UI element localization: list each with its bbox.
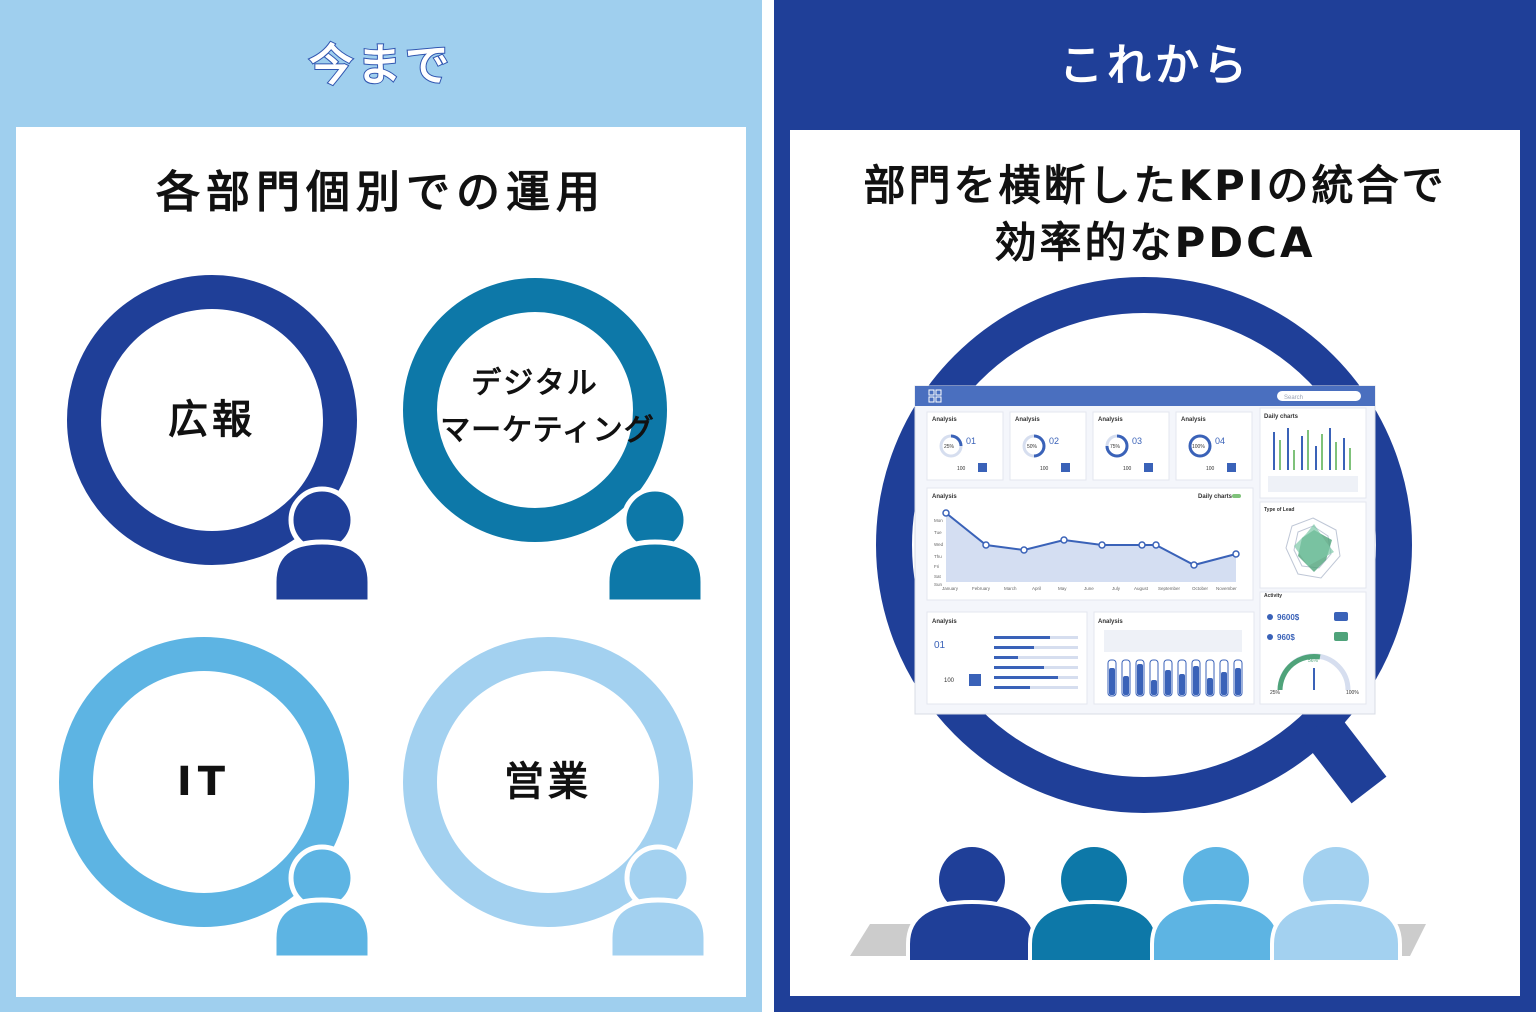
svg-text:July: July — [1112, 586, 1121, 591]
svg-text:Analysis: Analysis — [1098, 619, 1123, 625]
right-panel: これから 部門を横断したKPIの統合で 効率的なPDCA Search Anal… — [774, 0, 1536, 1012]
svg-text:01: 01 — [966, 436, 976, 446]
activity-panel: Activity 9600$ 960$ 56% 25% 100% — [1260, 592, 1366, 704]
person-icon-4 — [1272, 847, 1400, 962]
svg-text:03: 03 — [1132, 436, 1142, 446]
svg-text:100%: 100% — [1192, 444, 1205, 450]
svg-text:100: 100 — [1040, 466, 1049, 472]
type-of-lead-radar: Type of Lead — [1260, 502, 1366, 588]
svg-text:Daily charts: Daily charts — [1198, 494, 1233, 500]
analysis-line-chart: Analysis Daily charts January February M… — [927, 488, 1253, 600]
svg-text:25%: 25% — [944, 444, 955, 450]
svg-text:Analysis: Analysis — [1098, 417, 1123, 423]
svg-text:Analysis: Analysis — [932, 619, 957, 625]
svg-text:Tue: Tue — [934, 530, 942, 535]
svg-text:100: 100 — [1206, 466, 1215, 472]
left-panel: 今まで 各部門個別での運用 広報 デジタル マーケティング IT 営業 — [0, 0, 762, 1012]
svg-text:Thu: Thu — [934, 554, 942, 559]
svg-text:100: 100 — [1123, 466, 1132, 472]
svg-text:Sat: Sat — [934, 574, 942, 579]
svg-text:Type of Lead: Type of Lead — [1264, 507, 1294, 513]
svg-text:February: February — [972, 586, 991, 591]
svg-text:Daily charts: Daily charts — [1264, 414, 1299, 420]
kpi-card-4: Analysis 100% 04 100 — [1176, 412, 1252, 480]
svg-text:Wed: Wed — [934, 542, 944, 547]
departments-illustration — [0, 0, 762, 1012]
analysis-sliders-card: Analysis 01 100 — [927, 612, 1087, 704]
svg-text:01: 01 — [934, 640, 946, 651]
dept-label-it: IT — [104, 756, 304, 808]
svg-text:May: May — [1058, 586, 1067, 591]
panel-divider — [762, 0, 774, 1012]
svg-text:50%: 50% — [1027, 444, 1038, 450]
kpi-card-2: Analysis 50% 02 100 — [1010, 412, 1086, 480]
svg-text:October: October — [1192, 586, 1209, 591]
magnifier-handle — [1319, 725, 1369, 790]
svg-text:960$: 960$ — [1277, 633, 1295, 642]
svg-text:March: March — [1004, 586, 1017, 591]
kpi-card-3: Analysis 75% 03 100 — [1093, 412, 1169, 480]
svg-text:9600$: 9600$ — [1277, 613, 1300, 622]
svg-text:56%: 56% — [1308, 658, 1319, 664]
svg-text:Analysis: Analysis — [1181, 417, 1206, 423]
svg-text:Analysis: Analysis — [932, 417, 957, 423]
person-icon-2 — [1030, 847, 1158, 962]
svg-text:April: April — [1032, 586, 1041, 591]
svg-text:Mon: Mon — [934, 518, 943, 523]
svg-text:100%: 100% — [1346, 690, 1359, 696]
analysis-vertical-bars: Analysis — [1094, 612, 1254, 704]
dashboard-mockup: Search Analysis 25% 01 100 Analysis 50% … — [915, 386, 1375, 714]
dashboard-search-placeholder: Search — [1284, 395, 1303, 401]
integration-illustration: Search Analysis 25% 01 100 Analysis 50% … — [774, 0, 1536, 1012]
dept-label-eigyou: 営業 — [448, 756, 648, 808]
svg-text:Fri: Fri — [934, 564, 939, 569]
svg-text:100: 100 — [944, 678, 955, 684]
svg-text:04: 04 — [1215, 436, 1225, 446]
svg-text:January: January — [942, 586, 959, 591]
dept-label-digital-marketing-line1: デジタル — [435, 364, 635, 404]
svg-text:November: November — [1216, 586, 1237, 591]
dept-label-digital-marketing-line2: マーケティング — [435, 411, 660, 451]
svg-text:August: August — [1134, 586, 1149, 591]
svg-text:Activity: Activity — [1264, 593, 1282, 599]
svg-text:Analysis: Analysis — [932, 494, 957, 500]
svg-text:02: 02 — [1049, 436, 1059, 446]
person-icon-3 — [1152, 847, 1280, 962]
kpi-card-1: Analysis 25% 01 100 — [927, 412, 1003, 480]
svg-text:September: September — [1158, 586, 1181, 591]
svg-text:100: 100 — [957, 466, 966, 472]
person-icon-1 — [908, 847, 1036, 962]
daily-bar-chart: Daily charts — [1260, 408, 1366, 498]
svg-text:Analysis: Analysis — [1015, 417, 1040, 423]
dept-label-kouhou: 広報 — [112, 394, 312, 446]
svg-text:75%: 75% — [1110, 444, 1121, 450]
svg-text:25%: 25% — [1270, 690, 1281, 696]
svg-text:June: June — [1084, 586, 1094, 591]
svg-text:Sun: Sun — [934, 582, 943, 587]
dept-ring-digital-marketing — [420, 295, 650, 525]
